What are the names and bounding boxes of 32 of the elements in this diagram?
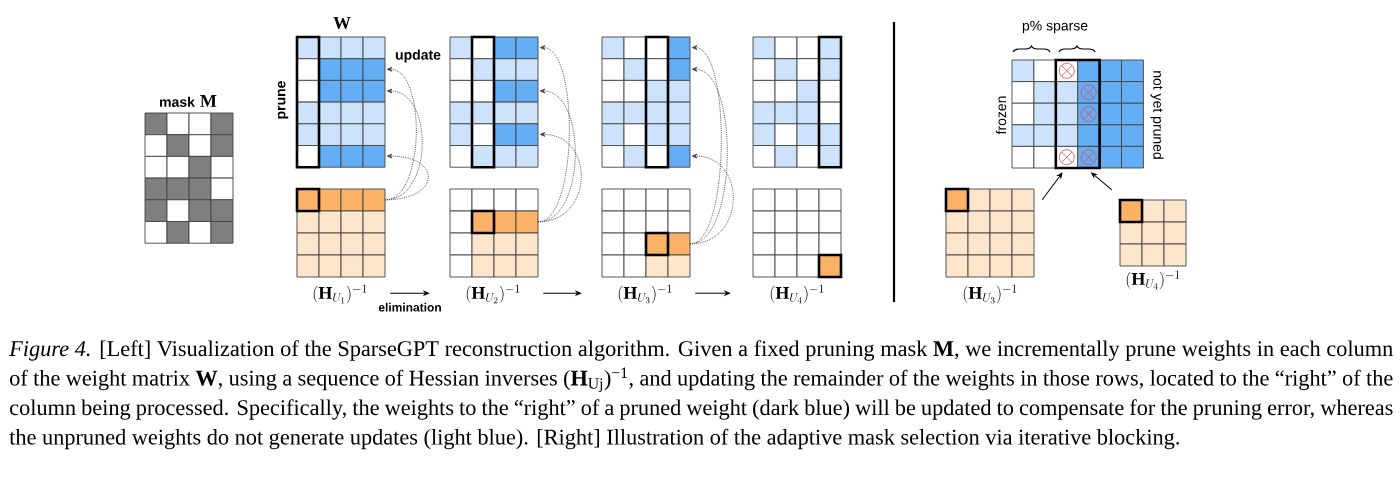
arrow: [537, 45, 570, 223]
side-label: not yet pruned: [1150, 71, 1164, 159]
matrix-title: $(\mathbf{H}_{U_4})^{-1}$: [1126, 270, 1180, 290]
caption: Figure 4. [Left] Visualization of the SparseGPT reconstruction algorithm. Given a fixed pruning mask M, we incrementally prune weights in each column of the weight matrix W, using a sequence of Hessian inverses (H$_{Uj}$)$^{−1}$, and updating the remainder of the weights in those rows, located to the “right” of the column being processed. Specifically, the weights to the “right” of a pruned weight (dark blue) will be updated to compensate for the pruning error, whereas the unpruned weights do not generate updates (light blue). [Right] Illustration of the adaptive mask selection via iterative blocking.: [9, 340, 1393, 450]
arrow: [694, 290, 731, 296]
arrow: [389, 290, 430, 296]
matrix-title: $\mathbf{W}$: [333, 16, 351, 30]
arrow: [537, 132, 582, 223]
arrow: [689, 66, 728, 245]
arrow: [1091, 172, 1113, 191]
arrow: [542, 290, 582, 296]
side-label: frozen: [995, 96, 1007, 135]
matrix-title: $(\mathbf{H}_{U_3})^{-1}$: [963, 284, 1017, 304]
edge-label: elimination: [378, 302, 441, 312]
text-label: update: [395, 49, 441, 63]
matrix-grid: [601, 35, 691, 169]
text-label: p% sparse: [1022, 20, 1088, 34]
matrix-title: $(\mathbf{H}_{U_3})^{-1}$: [618, 284, 672, 304]
matrix-grid: [449, 35, 539, 169]
arrow: [689, 45, 722, 245]
arrow: [537, 88, 576, 223]
matrix-grid: [752, 35, 843, 169]
matrix-title: $(\mathbf{H}_{U_1})^{-1}$: [313, 284, 367, 304]
arrow: [384, 153, 429, 201]
arrow: [689, 153, 734, 245]
matrix-title: mask $\mathbf{M}$: [160, 95, 217, 107]
matrix-title: $(\mathbf{H}_{U_4})^{-1}$: [770, 284, 824, 304]
matrix-title: $(\mathbf{H}_{U_2})^{-1}$: [466, 284, 520, 304]
side-label: prune: [277, 81, 289, 119]
arrow: [384, 66, 417, 201]
arrow: [384, 88, 423, 201]
arrow: [1041, 172, 1063, 201]
